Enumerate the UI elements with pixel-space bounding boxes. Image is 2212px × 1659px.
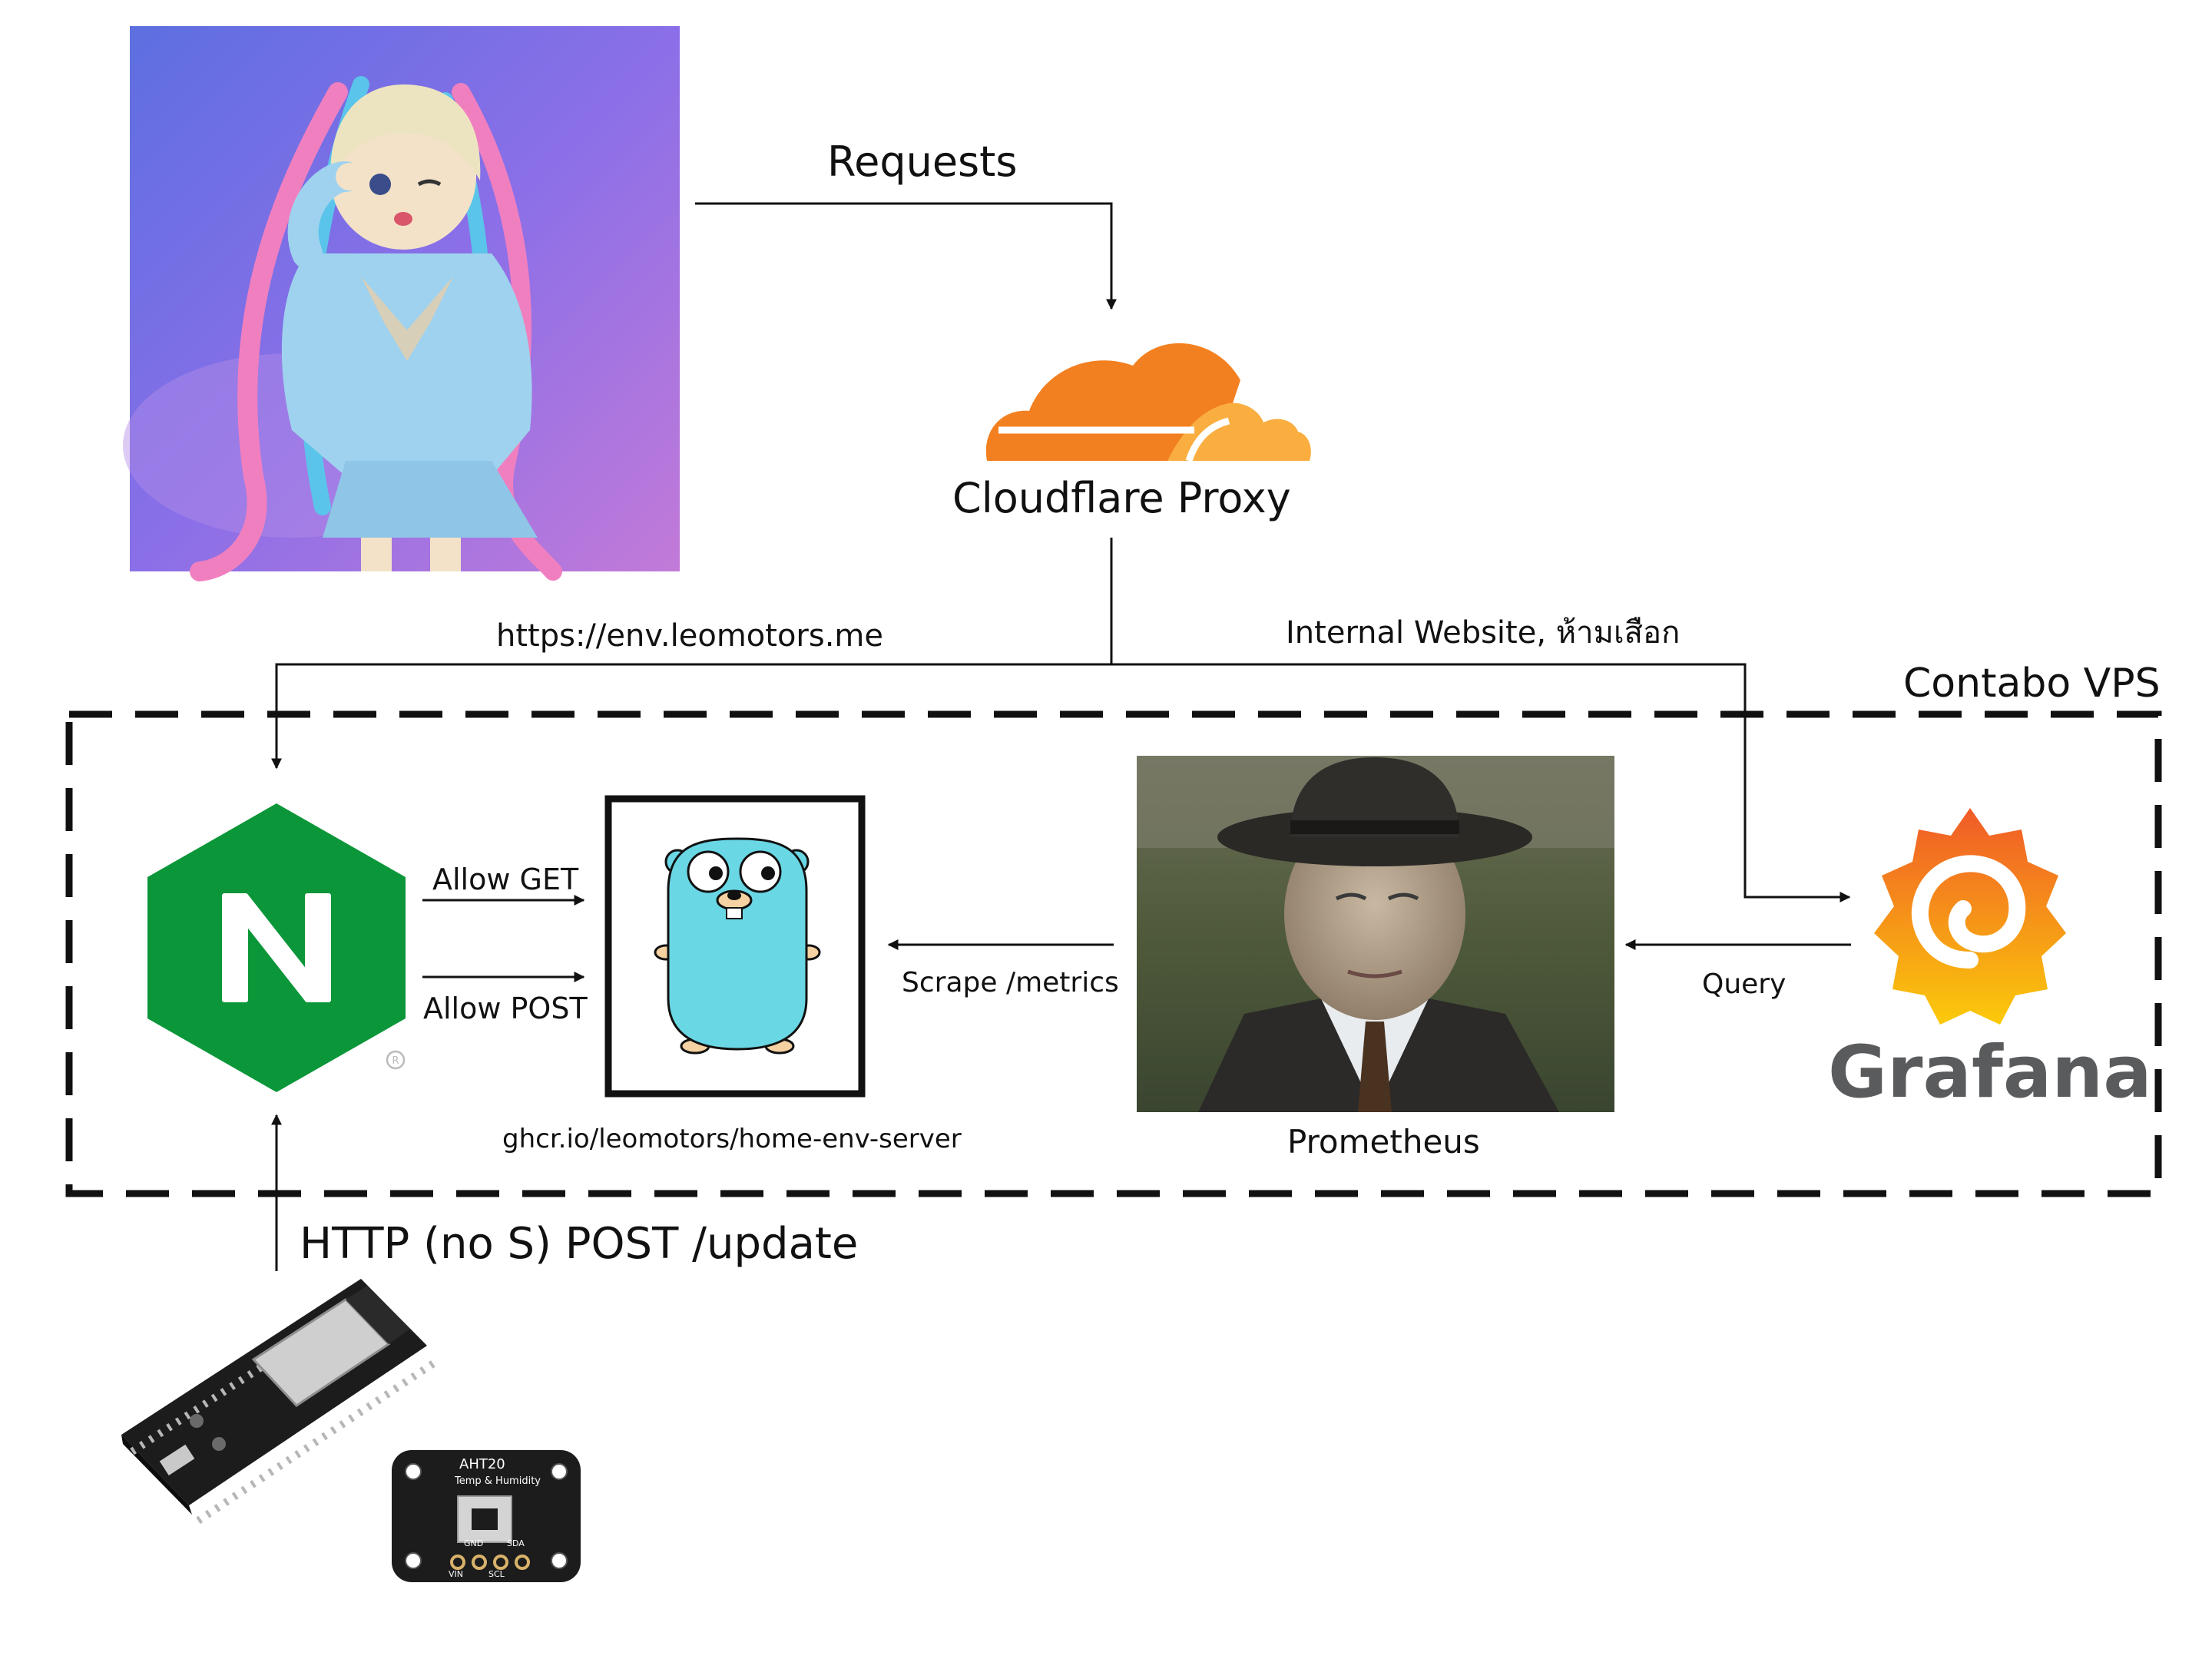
requests-arrow (695, 202, 1117, 310)
query-label: Query (1702, 969, 1786, 1000)
nginx-icon: R (147, 803, 406, 1092)
vps-boundary (65, 710, 2162, 1197)
aht20-sensor-image (392, 1450, 581, 1582)
client-figure-image (123, 26, 680, 581)
svg-text:R: R (392, 1055, 399, 1067)
allow-get-label: Allow GET (432, 863, 579, 896)
sensor-pin-sda: SDA (507, 1538, 525, 1548)
sensor-pin-scl: SCL (488, 1569, 505, 1579)
public-url-arrow (271, 663, 1111, 770)
sensor-pin-vin: VIN (449, 1569, 463, 1579)
connector-lines (271, 202, 1851, 1271)
internal-website-arrow (1111, 663, 1851, 902)
http-post-label: HTTP (no S) POST /update (300, 1219, 859, 1269)
scrape-metrics-label: Scrape /metrics (902, 967, 1119, 998)
container-image-label: ghcr.io/leomotors/home-env-server (502, 1124, 962, 1154)
requests-label: Requests (827, 137, 1018, 186)
public-url-label: https://env.leomotors.me (496, 618, 883, 654)
sensor-pin-gnd: GND (464, 1538, 484, 1548)
sensor-subtitle-label: Temp & Humidity (455, 1475, 541, 1487)
prometheus-label: Prometheus (1287, 1123, 1480, 1161)
esp32-board-image (121, 1279, 437, 1525)
grafana-wordmark: Grafana (1828, 1031, 2152, 1114)
sensor-title-label: AHT20 (459, 1456, 505, 1472)
prometheus-image (1137, 756, 1614, 1112)
go-server-icon (604, 795, 866, 1098)
allow-post-label: Allow POST (423, 992, 588, 1025)
contabo-vps-label: Contabo VPS (1903, 661, 2161, 707)
cloudflare-proxy-label: Cloudflare Proxy (952, 474, 1291, 522)
grafana-icon (1874, 808, 2066, 1025)
cloudflare-icon (985, 343, 1311, 462)
internal-website-label: Internal Website, ห้ามเสือก (1286, 615, 1681, 651)
